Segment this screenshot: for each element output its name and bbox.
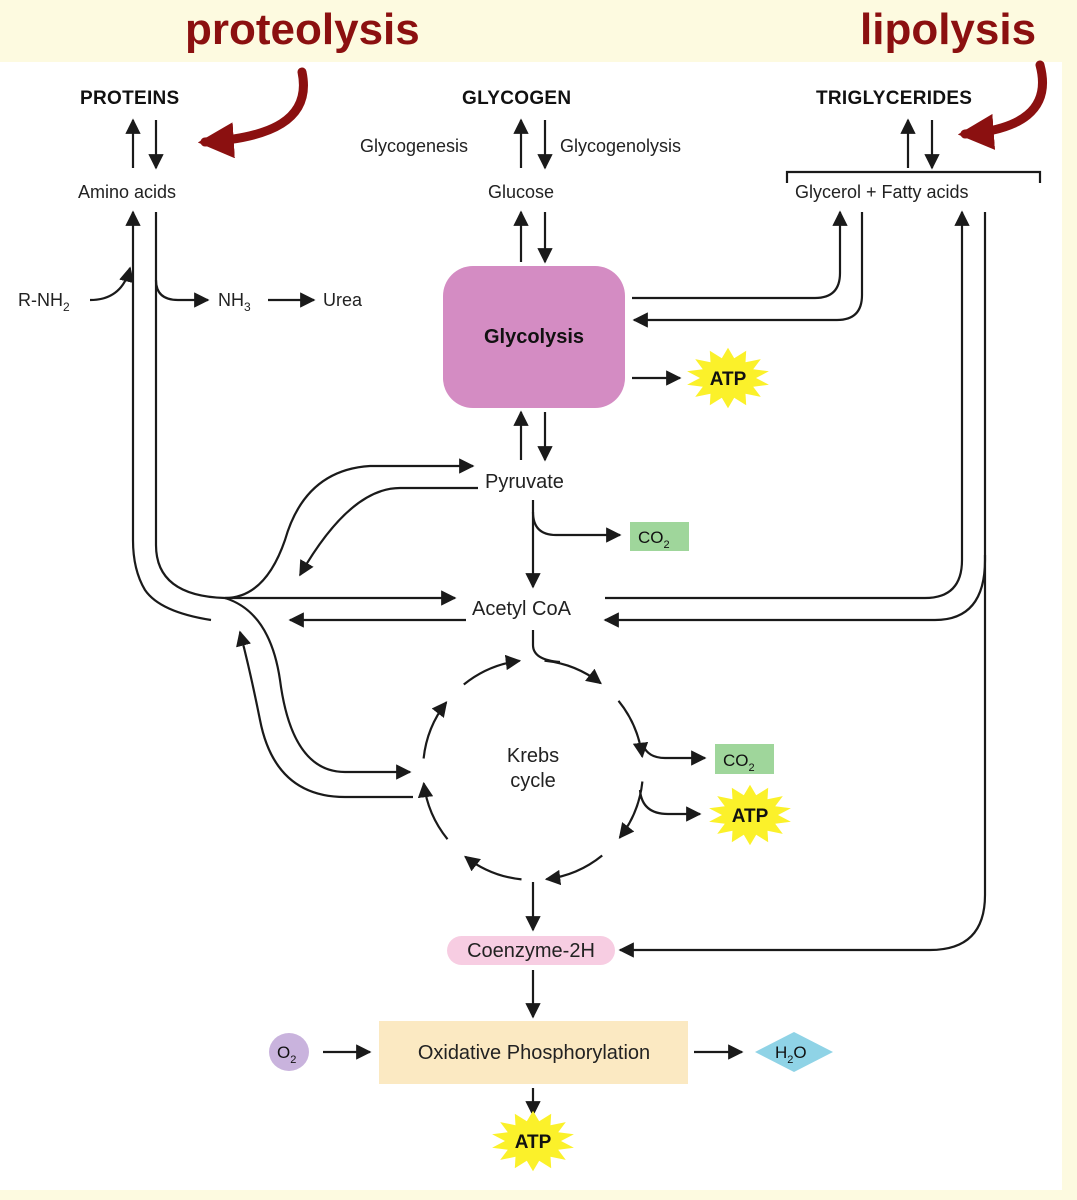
krebs-arc-segment: [544, 659, 602, 685]
urea-label: Urea: [323, 290, 363, 310]
atp-burst-glycolysis: [687, 347, 769, 409]
krebs-label-line1: Krebs: [507, 745, 559, 767]
arrow-glycolysis-to-glycerol: [632, 210, 848, 300]
glycogenesis-label: Glycogenesis: [360, 136, 468, 156]
co2-label-krebs: CO2: [723, 751, 755, 774]
arrow-acetyl-to-fatty-acids: [605, 210, 970, 600]
atp-label-oxphos: ATP: [515, 1132, 552, 1153]
right-margin: [1062, 0, 1077, 1200]
atp-label-glycolysis: ATP: [710, 369, 747, 390]
acetyl-coa-label: Acetyl CoA: [472, 598, 572, 620]
glycolysis-label: Glycolysis: [484, 326, 584, 348]
coenzyme-label: Coenzyme-2H: [467, 940, 595, 962]
nh3-label: NH3: [218, 290, 251, 314]
glycolysis-box: [443, 266, 625, 408]
glucose-label: Glucose: [488, 182, 554, 202]
atp-burst-oxphos: [492, 1110, 574, 1172]
diagram-panel: [0, 62, 1062, 1190]
h2o-diamond: [755, 1032, 833, 1072]
arrow-amino-to-pyruvate: [224, 458, 475, 600]
arrow-fatty-acids-to-coenzyme: [618, 555, 987, 958]
glycerol-bracket: [785, 170, 1042, 183]
lipolysis-arrow: [957, 60, 1047, 150]
arrow-krebs-to-co2: [641, 744, 707, 766]
krebs-cycle-circle: [417, 654, 649, 886]
arrow-pyruvate-to-amino: [299, 486, 478, 577]
glycogenolysis-label: Glycogenolysis: [560, 136, 681, 156]
o2-circle: [269, 1033, 309, 1071]
coenzyme-pill: [447, 936, 615, 965]
arrow-amino-to-krebs: [224, 596, 412, 780]
r-nh2-label: R-NH2: [18, 290, 70, 314]
pyruvate-label: Pyruvate: [485, 471, 564, 493]
oxphos-box: [379, 1021, 688, 1084]
header-band-right: [838, 0, 1077, 62]
co2-box-krebs: [715, 744, 774, 774]
arrow-amino-to-acetyl: [154, 212, 457, 606]
krebs-arc-segment: [422, 701, 448, 759]
o2-label: O2: [277, 1043, 296, 1066]
atp-label-krebs: ATP: [732, 806, 769, 827]
krebs-label-line2: cycle: [510, 770, 556, 792]
header-band-left: [165, 0, 453, 62]
arrow-krebs-to-atp: [638, 789, 702, 822]
atp-burst-krebs: [709, 784, 791, 846]
krebs-arc-segment: [463, 654, 522, 686]
arrow-amino-to-nh3: [154, 279, 210, 308]
proteolysis-title: proteolysis: [185, 5, 420, 54]
proteins-label: PROTEINS: [80, 88, 180, 109]
arrow-to-amino-acids: [125, 210, 212, 622]
co2-label-pyruvate: CO2: [638, 528, 670, 551]
arrow-glycerol-to-glycolysis: [632, 212, 864, 328]
arrow-pyruvate-to-co2: [531, 511, 622, 543]
oxphos-label: Oxidative Phosphorylation: [418, 1042, 650, 1064]
proteolysis-arrow: [197, 67, 308, 159]
acetyl-to-krebs-line: [531, 630, 561, 664]
krebs-arc-segment: [618, 781, 644, 839]
glycerol-fatty-acids-label: Glycerol + Fatty acids: [795, 182, 969, 202]
lipolysis-title: lipolysis: [860, 5, 1036, 54]
co2-box-pyruvate: [630, 522, 689, 551]
arrow-fatty-acids-to-acetyl: [603, 212, 987, 628]
glycogen-label: GLYCOGEN: [462, 88, 571, 109]
krebs-arc-segment: [464, 855, 522, 881]
amino-acids-label: Amino acids: [78, 182, 176, 202]
krebs-arc-segment: [544, 854, 603, 886]
arrow-krebs-to-amino: [236, 630, 413, 799]
krebs-arc-segment: [617, 700, 649, 759]
triglycerides-label: TRIGLYCERIDES: [816, 88, 972, 109]
krebs-arc-segment: [417, 781, 449, 840]
h2o-label: H2O: [775, 1043, 807, 1066]
arrow-rnh2-to-amino: [89, 266, 135, 302]
